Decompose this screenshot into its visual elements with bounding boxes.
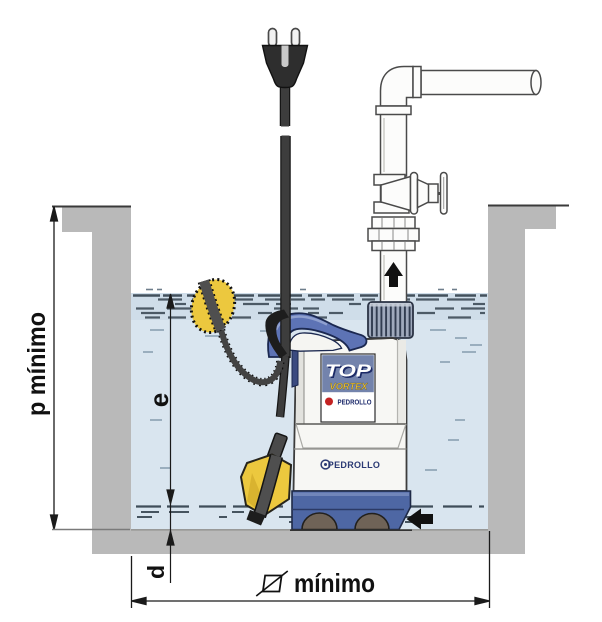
svg-text:TOP: TOP: [327, 362, 373, 382]
svg-text:d: d: [143, 565, 169, 579]
svg-text:TOP: TOP: [325, 361, 371, 381]
svg-text:PEDROLLO: PEDROLLO: [338, 398, 372, 407]
svg-text:VORTEX: VORTEX: [330, 382, 369, 393]
svg-text:PEDROLLO: PEDROLLO: [328, 460, 380, 470]
svg-text:mínimo: mínimo: [294, 568, 375, 598]
svg-text:p mínimo: p mínimo: [23, 312, 51, 416]
svg-text:e: e: [144, 393, 174, 407]
